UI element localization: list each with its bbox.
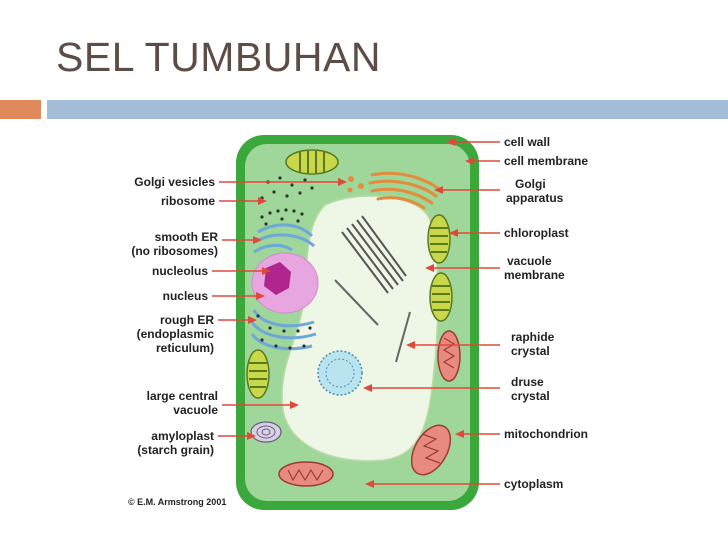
label-amyloplast: amyloplast: [151, 429, 214, 443]
label-vacuole: large central: [147, 389, 218, 403]
golgi-vesicles: [347, 176, 364, 193]
label-druse-crystal: druse: [511, 375, 544, 389]
golgi-apparatus: [368, 171, 440, 210]
label-raphide-crystal: raphide: [511, 330, 555, 344]
large-central-vacuole: [281, 195, 439, 462]
er-ribosome-dots: [256, 208, 312, 350]
header-divider-bar: [47, 100, 728, 119]
label-golgi-vesicles: Golgi vesicles: [134, 175, 215, 189]
label-nucleolus: nucleolus: [152, 264, 208, 278]
label-nucleus: nucleus: [163, 289, 209, 303]
slide-title: SEL TUMBUHAN: [56, 34, 381, 80]
header-accent-bar: [0, 100, 41, 119]
mitochondrion: [278, 461, 334, 487]
label-arrows-right: [363, 138, 500, 488]
label-chloroplast: chloroplast: [504, 226, 569, 240]
label-vacuole-2: vacuole: [173, 403, 218, 417]
label-smooth-er: smooth ER: [155, 230, 219, 244]
chloroplast: [246, 349, 270, 399]
raphide-crystal: [334, 279, 379, 326]
label-vacuole-membrane-2: membrane: [504, 268, 565, 282]
label-cell-membrane: cell membrane: [504, 154, 588, 168]
label-cell-wall: cell wall: [504, 135, 550, 149]
nucleolus: [264, 262, 291, 295]
label-golgi-2: apparatus: [506, 191, 564, 205]
druse-crystal: [317, 350, 363, 396]
amyloplast: [250, 421, 282, 443]
label-raphide-crystal-2: crystal: [511, 344, 550, 358]
mitochondrion: [410, 424, 452, 476]
label-rough-er: rough ER: [160, 313, 214, 327]
label-cytoplasm: cytoplasm: [504, 477, 563, 491]
label-vacuole-membrane: vacuole: [507, 254, 552, 268]
label-arrows-left: [212, 178, 347, 440]
copyright-credit: © E.M. Armstrong 2001: [128, 497, 226, 507]
chloroplast: [285, 149, 339, 175]
label-rough-er-note-2: reticulum): [156, 341, 214, 355]
chloroplast: [427, 214, 451, 264]
label-druse-crystal-2: crystal: [511, 389, 550, 403]
label-rough-er-note-1: (endoplasmic: [137, 327, 215, 341]
label-golgi: Golgi: [515, 177, 546, 191]
label-smooth-er-note: (no ribosomes): [131, 244, 218, 258]
label-ribosome: ribosome: [161, 194, 215, 208]
raphide-crystal-bundle: [341, 215, 407, 294]
raphide-crystal: [395, 311, 411, 363]
mitochondrion: [437, 330, 461, 382]
rough-er: [250, 309, 317, 351]
label-amyloplast-note: (starch grain): [137, 443, 214, 457]
chloroplast: [429, 272, 453, 322]
label-mitochondrion: mitochondrion: [504, 427, 588, 441]
